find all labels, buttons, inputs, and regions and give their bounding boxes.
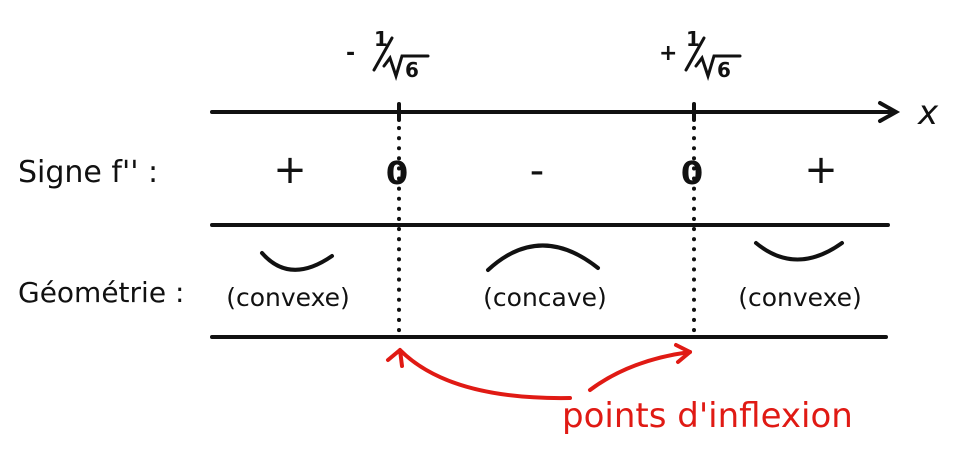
- x-axis-arrowhead: [878, 101, 901, 123]
- inflection-arrowhead-left: [386, 348, 404, 368]
- critical-point-left: - 1 6: [346, 27, 430, 82]
- sign-cell-positive: +: [273, 147, 307, 193]
- inflection-arrow-right: [588, 350, 692, 392]
- concave-curve-icon: [486, 243, 600, 272]
- x-axis-variable: x: [917, 93, 939, 133]
- sign-row-label: Signe f'' :: [18, 155, 158, 190]
- inflection-points-annotation: points d'inflexion: [562, 396, 853, 436]
- critical-point-left-numerator: 1: [374, 27, 388, 51]
- sign-cell-zero: 0: [386, 154, 408, 192]
- sqrt-radical: [382, 54, 430, 81]
- convex-curve-icon: [260, 251, 334, 272]
- geometry-cell-concave: (concave): [483, 283, 607, 312]
- convex-curve-icon: [754, 241, 844, 262]
- critical-point-right: + 1 6: [659, 27, 742, 82]
- inflection-arrowhead-right: [674, 343, 692, 364]
- geometry-cell-convex: (convexe): [738, 283, 862, 312]
- geometry-cell-convex: (convexe): [226, 283, 350, 312]
- fraction-slash: [684, 36, 706, 72]
- fraction-slash: [372, 36, 394, 72]
- geometry-row-label: Géométrie :: [18, 276, 184, 309]
- sign-cell-positive: +: [804, 147, 838, 193]
- critical-point-left-sign: -: [346, 41, 355, 66]
- sign-cell-zero: 0: [681, 154, 703, 192]
- critical-point-right-radicand: 6: [717, 58, 731, 82]
- sqrt-radical: [694, 54, 742, 81]
- inflection-arrow-left: [398, 348, 572, 401]
- critical-point-left-radicand: 6: [405, 58, 419, 82]
- critical-point-right-sign: +: [659, 41, 677, 66]
- critical-point-right-numerator: 1: [686, 27, 700, 51]
- sign-cell-negative: -: [530, 148, 544, 194]
